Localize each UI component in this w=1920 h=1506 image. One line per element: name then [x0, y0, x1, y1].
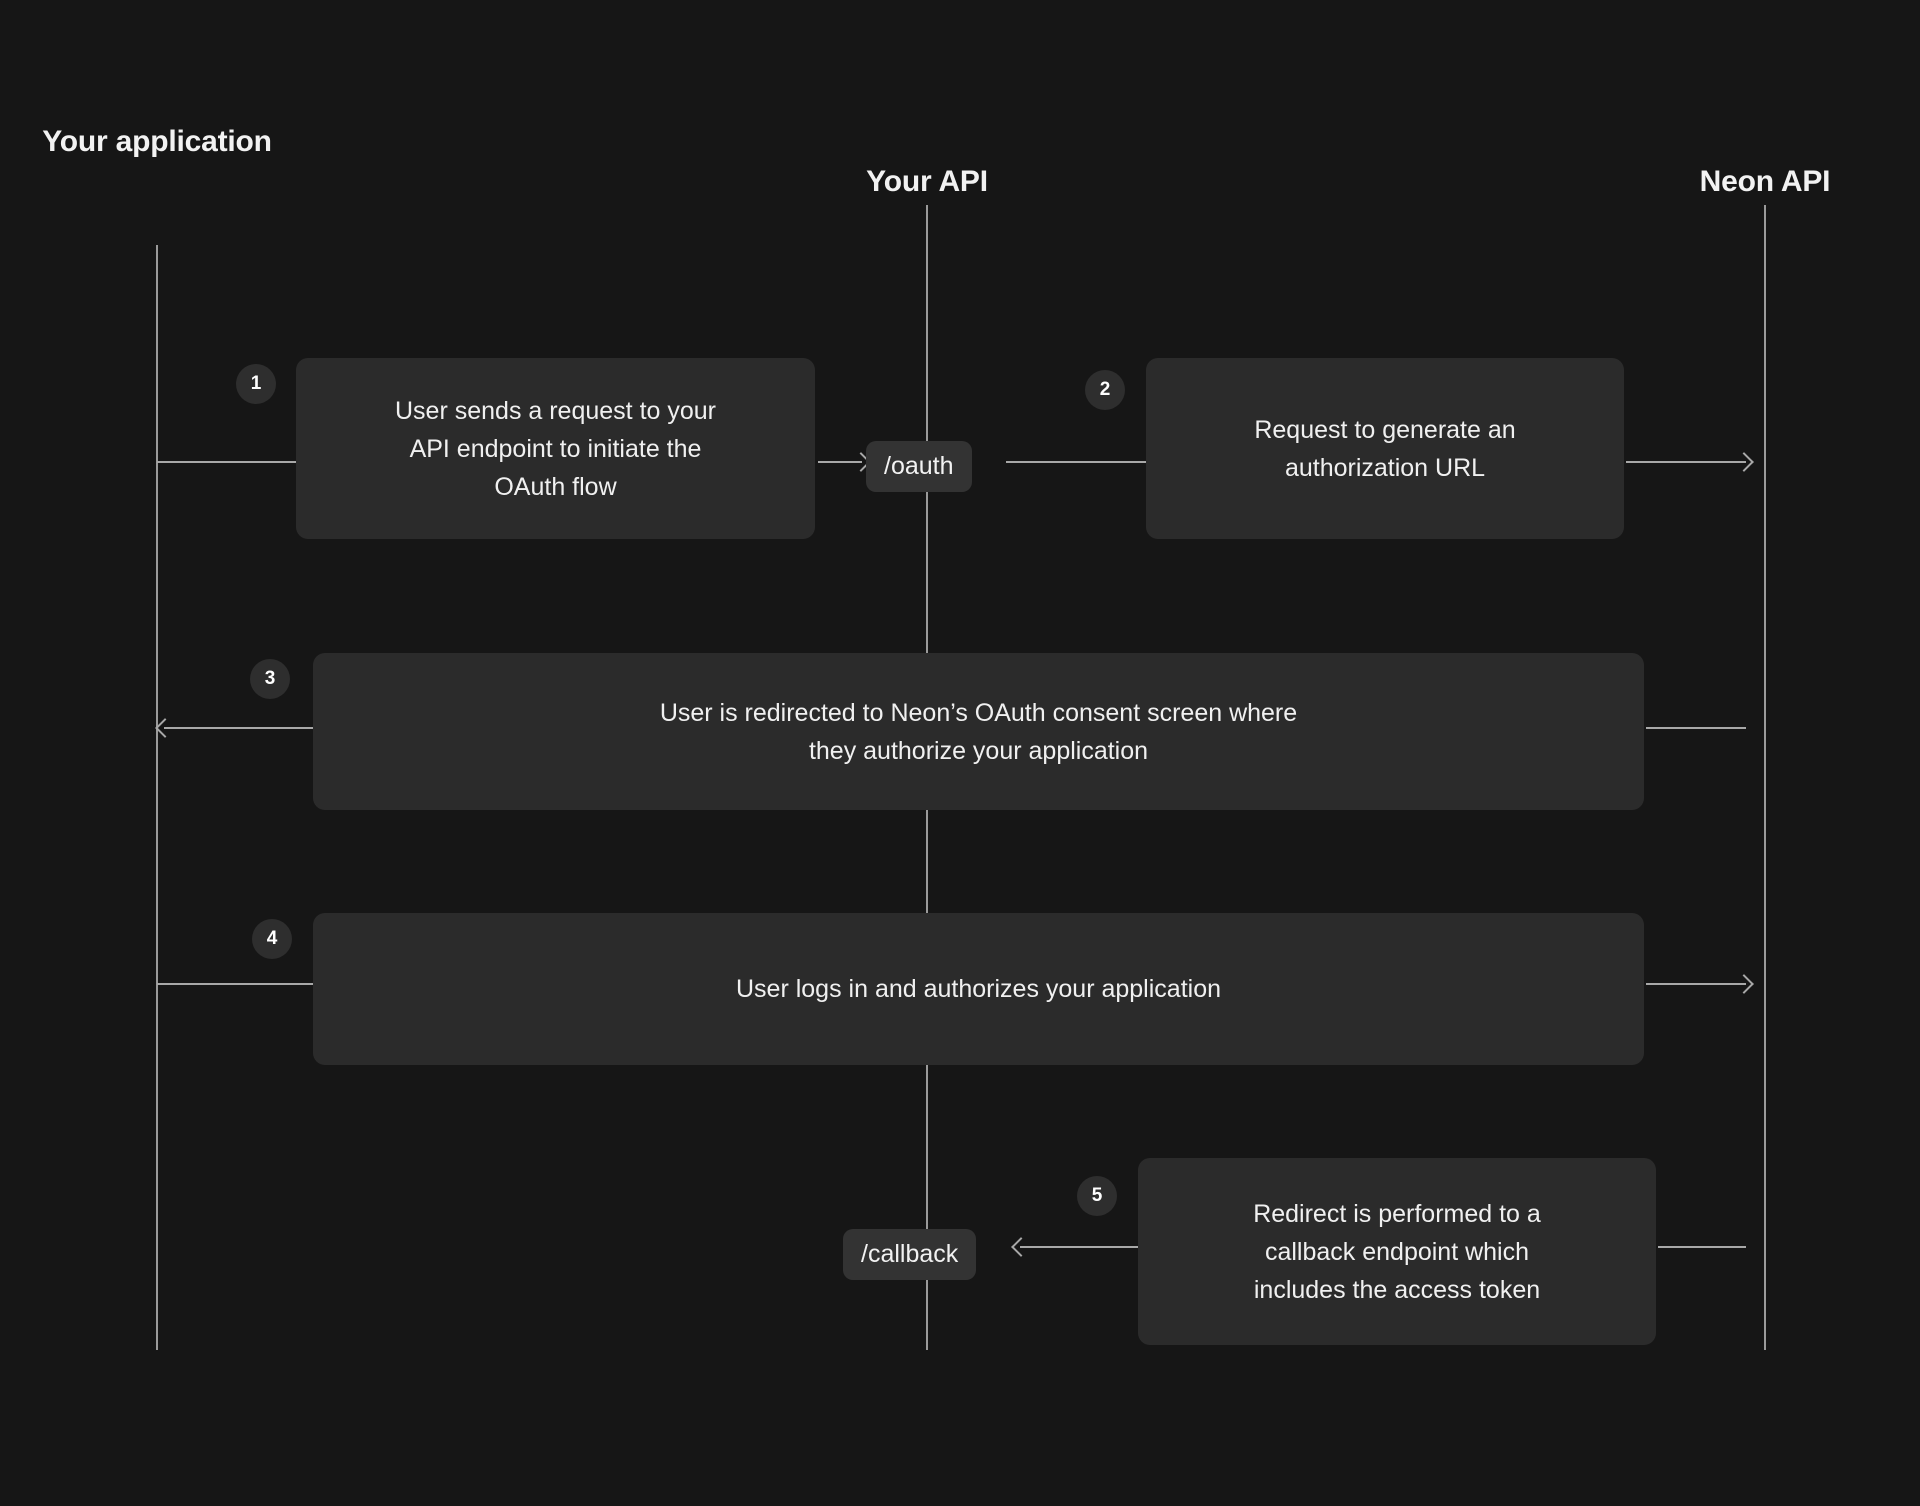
step-box-2: Request to generate an authorization URL — [1146, 358, 1624, 539]
oauth-endpoint-pill[interactable]: /oauth — [866, 441, 972, 492]
step-text-4: User logs in and authorizes your applica… — [736, 975, 1221, 1003]
lifeline-neon-api — [1764, 205, 1766, 1350]
connector-step-3-right — [1646, 727, 1746, 729]
connector-step-4-left — [157, 983, 314, 985]
step-text-5: Redirect is performed to a callback endp… — [1253, 1199, 1541, 1304]
step-box-3: User is redirected to Neon’s OAuth conse… — [313, 653, 1644, 810]
connector-step-5-right — [1658, 1246, 1746, 1248]
connector-step-2-left — [1006, 461, 1147, 463]
column-header-your-api: Your API — [866, 165, 988, 198]
step-box-5: Redirect is performed to a callback endp… — [1138, 1158, 1656, 1345]
lifeline-your-application — [156, 245, 158, 1350]
step-badge-4: 4 — [252, 919, 292, 959]
column-header-your-application: Your application — [42, 125, 272, 158]
connector-step-1-right — [818, 461, 862, 463]
step-box-4: User logs in and authorizes your applica… — [313, 913, 1644, 1065]
callback-endpoint-pill[interactable]: /callback — [843, 1229, 977, 1280]
step-badge-3: 3 — [250, 659, 290, 699]
connector-step-1-left — [157, 461, 297, 463]
arrowhead-step-4 — [1734, 974, 1754, 994]
column-header-neon-api: Neon API — [1699, 165, 1831, 198]
step-badge-2: 2 — [1085, 370, 1125, 410]
connector-step-2-right — [1626, 461, 1746, 463]
step-box-1: User sends a request to your API endpoin… — [296, 358, 815, 539]
arrowhead-step-2 — [1734, 452, 1754, 472]
step-text-3: User is redirected to Neon’s OAuth conse… — [659, 698, 1298, 765]
step-badge-5: 5 — [1077, 1176, 1117, 1216]
step-badge-1: 1 — [236, 364, 276, 404]
connector-step-4-right — [1646, 983, 1746, 985]
step-text-1: User sends a request to your API endpoin… — [395, 396, 716, 501]
step-text-2: Request to generate an authorization URL — [1254, 415, 1516, 482]
connector-step-5-left — [1020, 1246, 1140, 1248]
connector-step-3-left — [164, 727, 314, 729]
